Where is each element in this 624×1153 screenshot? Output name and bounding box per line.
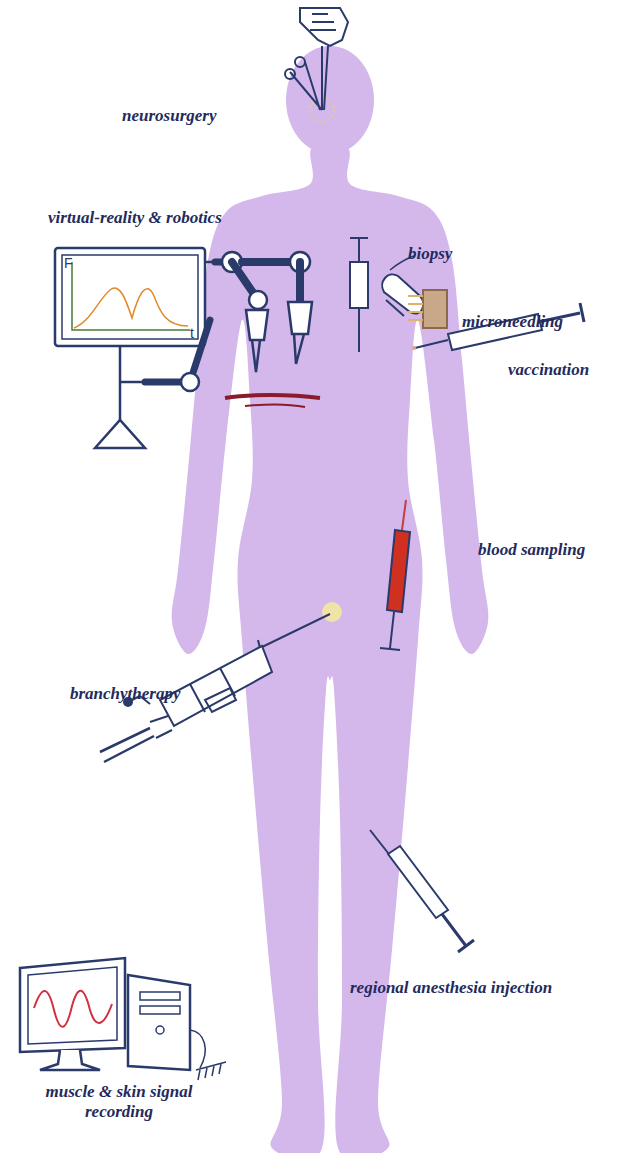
procedure-label: vaccination [508, 360, 589, 380]
neurosurgery-tool [285, 8, 348, 122]
procedure-label: biopsy [408, 244, 452, 264]
brachytherapy-device [100, 602, 342, 762]
robotics-station [55, 248, 320, 448]
anesthesia-syringe [370, 830, 474, 952]
procedure-label: blood sampling [478, 540, 585, 560]
recording-computer [20, 958, 226, 1080]
microneedle-patch [408, 290, 447, 328]
procedure-label: branchytherapy [70, 684, 181, 704]
axis-label: t [190, 326, 194, 340]
axis-label: F [64, 256, 73, 270]
blood-syringe [380, 500, 410, 650]
body-silhouette [172, 144, 489, 1153]
procedure-label: regional anesthesia injection [350, 978, 552, 998]
procedure-label: neurosurgery [122, 106, 216, 126]
procedure-label: microneedling [462, 312, 563, 332]
head [286, 46, 374, 154]
procedure-label: muscle & skin signal recording [34, 1082, 204, 1121]
procedure-label: virtual-reality & robotics [48, 208, 222, 228]
vaccination-syringe [412, 303, 584, 350]
